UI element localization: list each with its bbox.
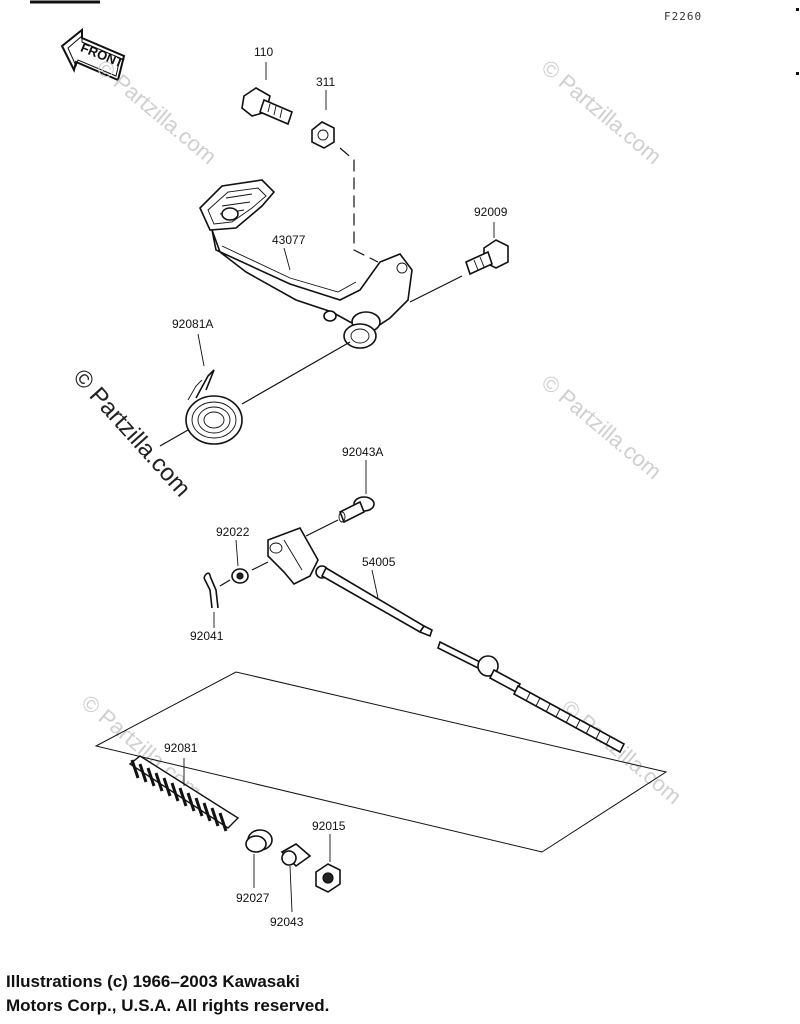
- axis-line: [305, 519, 339, 537]
- axis-line: [219, 579, 231, 587]
- assembly-outline: [94, 671, 668, 853]
- part-label-92081: 92081: [164, 741, 198, 755]
- collar-92027-icon: [245, 829, 273, 853]
- torsion-spring-92081A-icon: [185, 369, 243, 445]
- leader-line: [283, 247, 291, 271]
- watermark-main: © Partzilla.com: [68, 364, 196, 502]
- edge-dot: [796, 8, 799, 11]
- axis-line: [409, 275, 463, 303]
- washer-92022-icon: [231, 568, 249, 584]
- brake-rod-54005-icon: [267, 527, 626, 754]
- leader-line: [289, 865, 293, 913]
- part-label-92015: 92015: [312, 819, 346, 833]
- axis-line: [251, 561, 269, 571]
- part-label-92027: 92027: [236, 891, 270, 905]
- copyright-notice: Illustrations (c) 1966–2003 Kawasaki Mot…: [6, 970, 566, 1018]
- axis-line: [241, 341, 351, 405]
- copyright-line-1: Illustrations (c) 1966–2003 Kawasaki: [6, 972, 300, 991]
- bolt-92009-icon: [465, 239, 509, 276]
- watermark: © Partzilla.com: [557, 695, 687, 809]
- part-label-43077: 43077: [272, 233, 306, 247]
- axis-line: [159, 429, 189, 447]
- cotter-pin-92041-icon: [203, 572, 219, 609]
- part-label-92022: 92022: [216, 525, 250, 539]
- bolt-110-icon: [241, 87, 293, 126]
- return-spring-92081-icon: [128, 755, 240, 832]
- part-label-110: 110: [254, 45, 273, 59]
- part-label-54005: 54005: [362, 555, 396, 569]
- edge-dot: [796, 72, 799, 75]
- part-label-92009: 92009: [474, 205, 508, 219]
- nut-311-icon: [311, 121, 335, 149]
- joint-92043-icon: [280, 843, 312, 868]
- leader-line: [197, 333, 205, 367]
- nut-92015-icon: [315, 863, 341, 893]
- part-label-92041: 92041: [190, 629, 224, 643]
- leader-line: [235, 539, 239, 567]
- alignment-line: [339, 147, 379, 263]
- copyright-line-2: Motors Corp., U.S.A. All rights reserved…: [6, 996, 330, 1015]
- brake-pedal-43077-icon: [199, 179, 413, 349]
- part-label-92081A: 92081A: [172, 317, 213, 331]
- watermark: © Partzilla.com: [537, 55, 667, 169]
- part-label-311: 311: [316, 75, 335, 89]
- part-label-92043: 92043: [270, 915, 304, 929]
- watermark: © Partzilla.com: [92, 55, 222, 169]
- pin-92043A-icon: [338, 496, 375, 524]
- part-label-92043A: 92043A: [342, 445, 383, 459]
- leader-line: [371, 569, 379, 599]
- watermark: © Partzilla.com: [537, 370, 667, 484]
- diagram-ref-code: F2260: [664, 10, 702, 23]
